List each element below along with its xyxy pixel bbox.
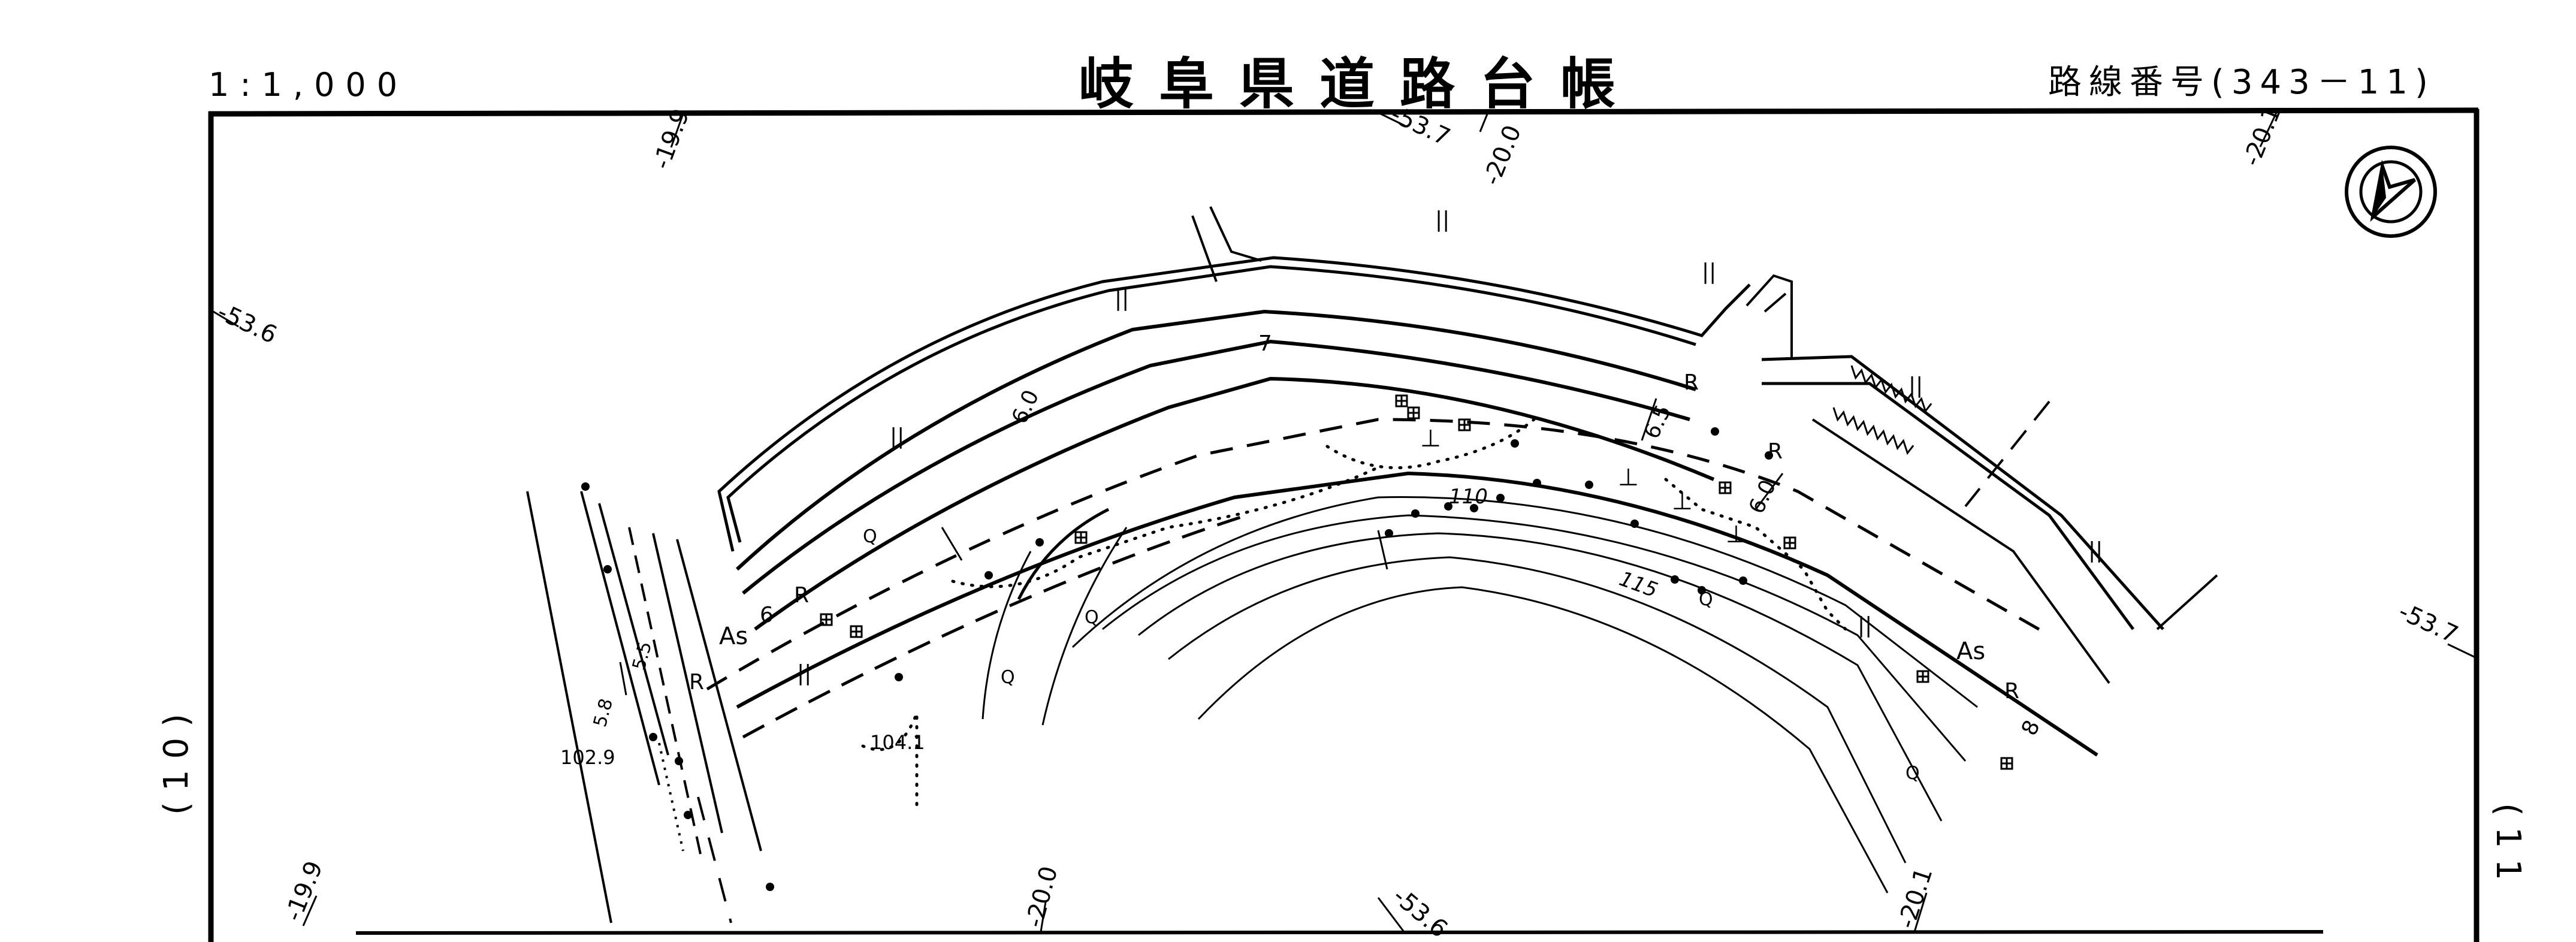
- coord-label: -53.6: [213, 298, 281, 349]
- road-outline: [706, 256, 2164, 757]
- land-use-paddy: ||: [1858, 613, 1872, 638]
- survey-points: [581, 427, 1773, 891]
- coord-label: -20.1: [1893, 864, 1938, 932]
- surface-asphalt: As: [1956, 638, 1985, 665]
- coord-label: -19.9: [280, 858, 328, 925]
- road-width: 6.0: [1007, 387, 1044, 428]
- dimension-arrows: [619, 398, 1784, 696]
- map-frame: [208, 107, 2480, 942]
- coord-label: -53.7: [2394, 597, 2462, 648]
- vegetation-q: Q: [1905, 763, 1920, 784]
- side-road-west: [526, 491, 762, 923]
- north-arrow-icon: [2345, 146, 2437, 238]
- field-symbol: ⊥: [1618, 464, 1639, 491]
- label-r: R: [689, 670, 704, 695]
- contour-lines: [982, 496, 1978, 893]
- elevation-label: 104.1: [870, 731, 925, 754]
- coord-label: -53.7: [1387, 100, 1454, 151]
- road-width: 6: [760, 603, 774, 627]
- lot-boundary: [1964, 400, 2050, 508]
- vegetation-q: Q: [1001, 667, 1015, 688]
- coordinate-labels: -19.9 -53.7 -20.0 -20.1 -53.6 -53.7 -19.…: [213, 100, 2477, 942]
- dotted-boundaries: [861, 418, 1847, 811]
- contour-label: 110: [1449, 485, 1488, 509]
- map-labels: || || || || || || || || As As R R R R R …: [560, 207, 2103, 784]
- label-r: R: [1684, 370, 1699, 395]
- road-width: 8: [2017, 717, 2045, 739]
- coord-label: -20.0: [1478, 122, 1527, 189]
- land-use-paddy: ||: [1702, 259, 1716, 284]
- vegetation-q: Q: [1699, 589, 1713, 610]
- catch-basins: [820, 394, 2013, 770]
- route-number: 路線番号(343－11): [2048, 63, 2435, 102]
- land-use-paddy: ||: [1435, 207, 1449, 232]
- label-r: R: [1768, 439, 1783, 464]
- elevation-label: 102.9: [560, 746, 615, 769]
- surface-asphalt: As: [719, 623, 748, 650]
- land-use-paddy: ||: [1115, 286, 1129, 311]
- map-title: 岐阜県道路台帳: [1079, 52, 1641, 116]
- coord-label: -20.0: [1020, 864, 1063, 931]
- vegetation-q: Q: [863, 526, 877, 547]
- field-symbol: ⊥: [1726, 521, 1747, 548]
- driveway-north: [1191, 206, 1793, 360]
- land-use-paddy: ||: [797, 661, 811, 686]
- land-use-paddy: ||: [890, 424, 904, 449]
- road-width: 5.8: [590, 696, 617, 729]
- label-r: R: [2004, 679, 2019, 704]
- field-symbol: ⊥: [1672, 488, 1693, 515]
- lot-boundary-edge: [2156, 574, 2218, 630]
- land-use-paddy: ||: [2088, 538, 2103, 563]
- scale-label: 1:1,000: [209, 66, 409, 104]
- field-symbol: ⊥: [1420, 425, 1441, 452]
- land-use-paddy: ||: [1908, 373, 1923, 398]
- vegetation-q: Q: [1085, 607, 1099, 628]
- road-width: 7: [1258, 331, 1272, 356]
- road-width: 5.5: [629, 639, 656, 672]
- retaining-wall-hatch: [1832, 365, 1932, 455]
- label-r: R: [794, 583, 809, 608]
